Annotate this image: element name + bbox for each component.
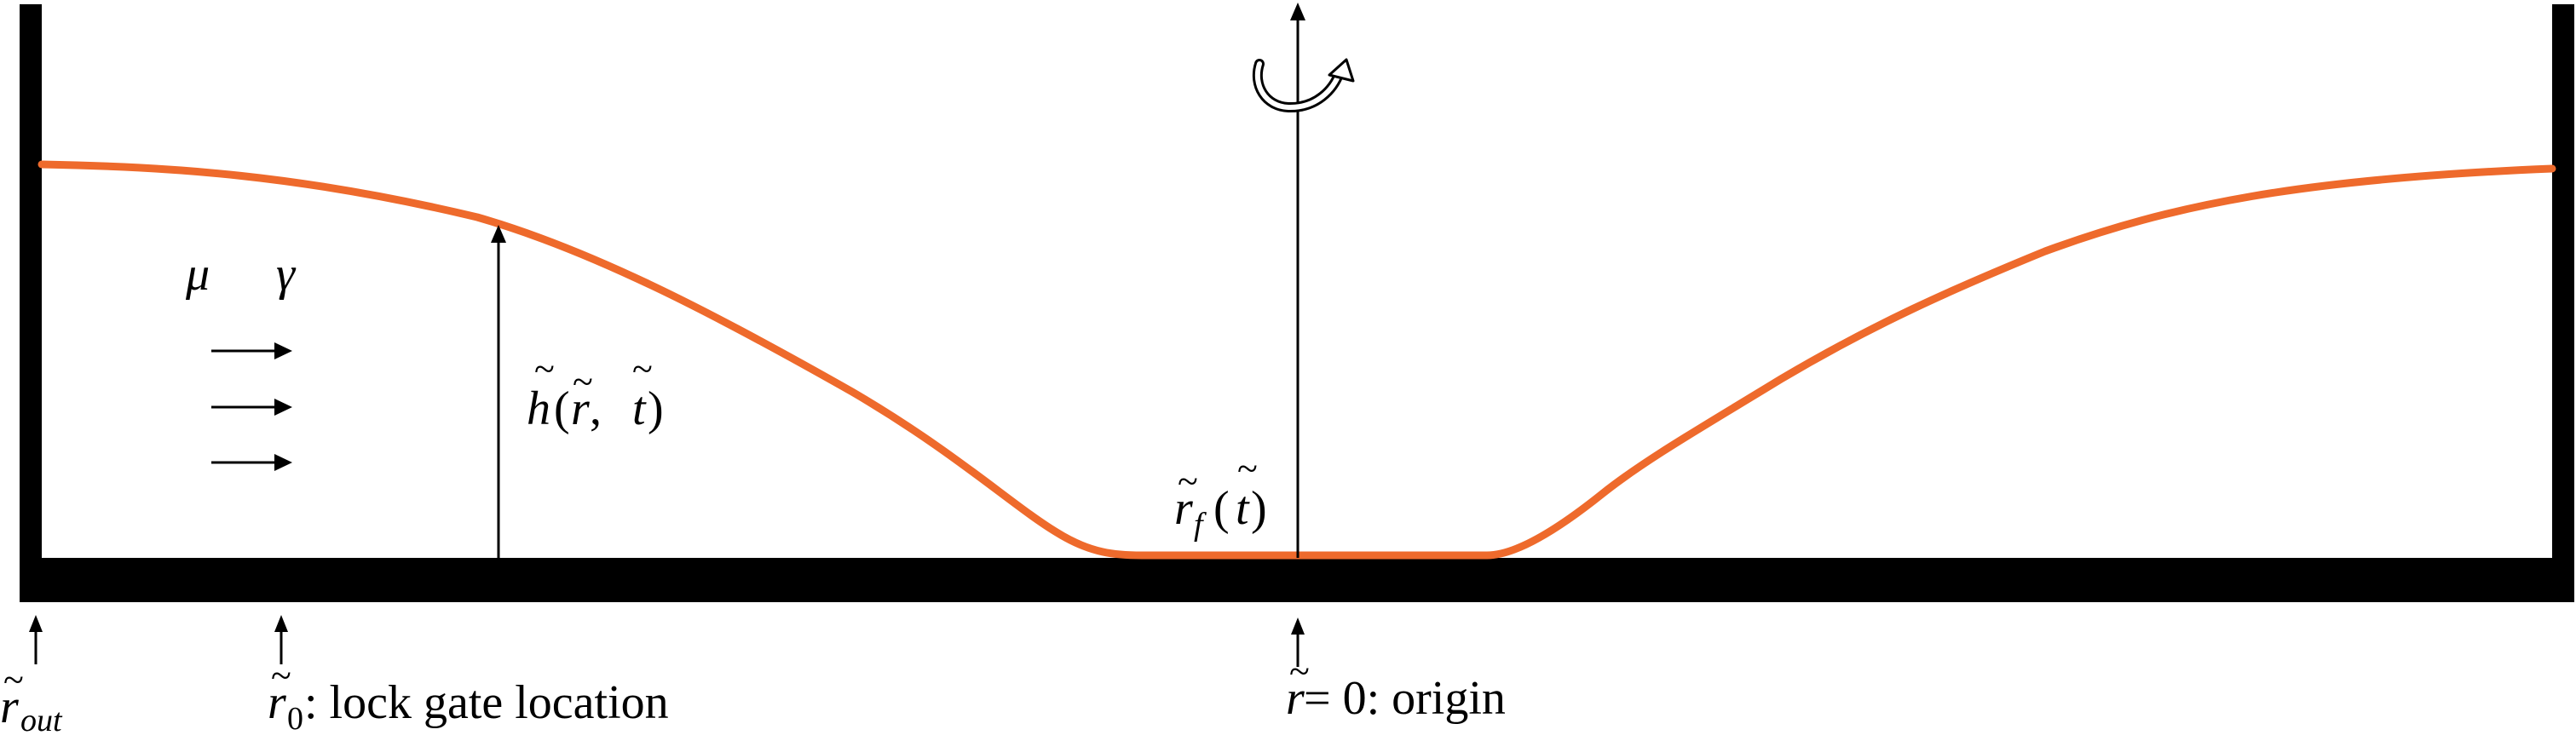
flow-arrows bbox=[211, 342, 292, 471]
svg-text:= 0: origin: = 0: origin bbox=[1304, 672, 1506, 725]
svg-text:: lock gate location: : lock gate location bbox=[304, 676, 669, 729]
front-position-label: ~ r f ( ~ t ) bbox=[1174, 448, 1267, 543]
svg-text:0: 0 bbox=[287, 701, 303, 737]
lock-gate-label: ~ r 0 : lock gate location bbox=[268, 655, 669, 737]
svg-text:): ) bbox=[1251, 482, 1267, 535]
svg-text:~: ~ bbox=[1178, 461, 1198, 503]
svg-text:r: r bbox=[571, 382, 590, 435]
svg-text:h: h bbox=[527, 382, 550, 435]
svg-text:~: ~ bbox=[534, 348, 555, 390]
rotation-axis-arrowhead bbox=[1290, 3, 1305, 20]
bottom-wall bbox=[20, 558, 2574, 602]
svg-text:~: ~ bbox=[271, 655, 291, 697]
svg-text:(: ( bbox=[554, 382, 570, 435]
height-function-label: ~ h ( ~ r , ~ t ) bbox=[527, 348, 664, 435]
svg-text:r: r bbox=[1174, 482, 1193, 535]
origin-label: ~ r = 0: origin bbox=[1286, 651, 1506, 725]
svg-text:f: f bbox=[1194, 507, 1207, 543]
fluid-surface-curve bbox=[37, 160, 2556, 560]
svg-text:r: r bbox=[0, 681, 19, 733]
svg-text:t: t bbox=[1236, 482, 1250, 535]
svg-text:): ) bbox=[648, 382, 664, 435]
svg-text:~: ~ bbox=[1289, 651, 1310, 692]
svg-text:out: out bbox=[20, 703, 63, 738]
svg-text:~: ~ bbox=[1237, 448, 1258, 490]
rotation-arrow-icon bbox=[1252, 58, 1355, 113]
svg-text:,: , bbox=[590, 382, 602, 435]
viscosity-label: μ bbox=[185, 248, 210, 301]
origin-arrow bbox=[1291, 618, 1305, 667]
svg-text:r: r bbox=[268, 676, 286, 729]
surface-tension-label: γ bbox=[276, 248, 297, 301]
svg-text:r: r bbox=[1286, 672, 1305, 725]
svg-text:t: t bbox=[632, 382, 647, 435]
svg-text:~: ~ bbox=[3, 659, 24, 701]
svg-text:~: ~ bbox=[632, 348, 653, 390]
rout-label: ~ r out bbox=[0, 659, 63, 738]
right-wall bbox=[2552, 4, 2574, 600]
svg-text:(: ( bbox=[1213, 482, 1230, 535]
r0-arrow bbox=[274, 615, 288, 664]
height-arrowhead bbox=[491, 225, 506, 243]
svg-text:~: ~ bbox=[573, 361, 593, 403]
rout-arrow bbox=[29, 615, 43, 664]
left-wall bbox=[20, 4, 42, 600]
